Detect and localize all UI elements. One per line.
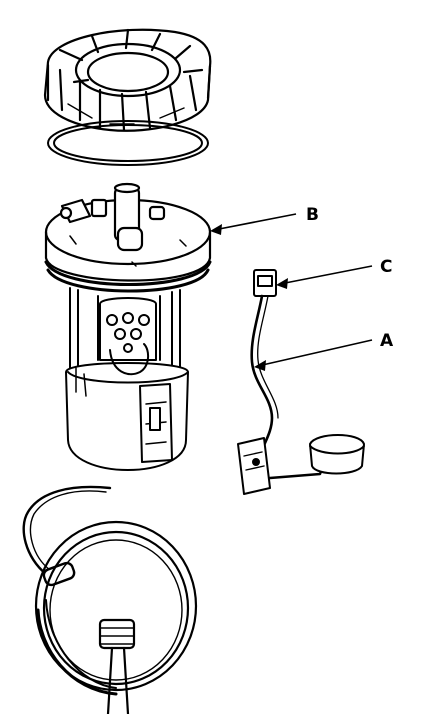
pump-lead-wire	[22, 485, 112, 587]
fuel-pump-module-flange	[44, 182, 212, 293]
float	[309, 434, 365, 475]
callout-a-label: A	[380, 331, 394, 351]
harness-connector	[253, 269, 277, 297]
callout-a-leader	[254, 339, 373, 371]
fuel-hose	[34, 520, 198, 714]
fuel-level-sender-wire	[250, 294, 279, 452]
callout-c-label: C	[380, 257, 392, 277]
callout-c-leader	[276, 265, 373, 289]
locknut-ring	[43, 28, 212, 132]
o-ring-seal	[47, 120, 209, 166]
fuel-pump-assembly	[65, 287, 189, 471]
callout-b-label: B	[306, 205, 319, 225]
callout-b-leader	[210, 213, 297, 235]
